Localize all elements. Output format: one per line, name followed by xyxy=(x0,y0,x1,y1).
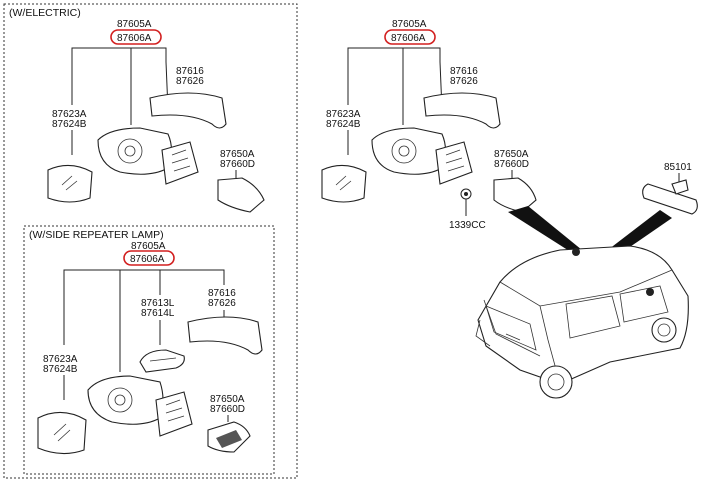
repeater-cover-code-2: 87626 xyxy=(208,298,236,309)
repeater-mirror-glass xyxy=(37,411,87,455)
electric-cap-code-1: 87650A xyxy=(220,149,255,160)
car-illustration xyxy=(475,245,689,399)
standard-glass-code-1: 87623A xyxy=(326,109,361,120)
inside-mirror-code: 85101 xyxy=(664,162,692,173)
standard-cover-code-2: 87626 xyxy=(450,76,478,87)
standard-mirror-base xyxy=(435,141,473,185)
sail-cap-pointer xyxy=(508,206,582,254)
repeater-section-frame xyxy=(23,225,275,475)
standard-bolt-code: 1339CC xyxy=(449,220,486,231)
electric-sail-cap xyxy=(217,177,265,213)
electric-cover-code-1: 87616 xyxy=(176,66,204,77)
electric-cap-code-2: 87660D xyxy=(220,159,255,170)
repeater-lamp-code-1: 87613L xyxy=(141,298,175,309)
electric-cover-code-2: 87626 xyxy=(176,76,204,87)
repeater-cap-code-1: 87650A xyxy=(210,394,245,405)
repeater-assembly-bracket xyxy=(63,269,225,345)
electric-section-title: (W/ELECTRIC) xyxy=(9,7,81,19)
repeater-cap-code-2: 87660D xyxy=(210,404,245,415)
standard-assembly-bracket xyxy=(347,47,441,105)
electric-assembly-code-highlighted: 87606A xyxy=(117,33,152,44)
electric-assembly-code: 87605A xyxy=(117,19,152,30)
standard-cover-code-1: 87616 xyxy=(450,66,478,77)
repeater-assembly-code-highlighted: 87606A xyxy=(130,254,165,265)
standard-cap-code-1: 87650A xyxy=(494,149,529,160)
electric-assembly-bracket xyxy=(71,47,167,105)
repeater-glass-code-2: 87624B xyxy=(43,364,78,375)
repeater-lamp-code-2: 87614L xyxy=(141,308,175,319)
repeater-lamp xyxy=(139,349,185,373)
electric-section-frame xyxy=(3,3,298,479)
repeater-mirror-cover xyxy=(187,316,263,355)
inside-rearview-mirror xyxy=(642,183,698,215)
electric-mirror-cover xyxy=(149,92,227,129)
standard-assembly-code: 87605A xyxy=(392,19,427,30)
standard-assembly-code-highlighted: 87606A xyxy=(391,33,426,44)
electric-glass-code-2: 87624B xyxy=(52,119,87,130)
electric-mirror-glass xyxy=(47,164,93,203)
standard-sail-cap xyxy=(493,177,537,213)
standard-glass-code-2: 87624B xyxy=(326,119,361,130)
repeater-section-title: (W/SIDE REPEATER LAMP) xyxy=(29,229,164,241)
standard-cap-code-2: 87660D xyxy=(494,159,529,170)
repeater-highlight-oval xyxy=(123,250,175,266)
repeater-cover-code-1: 87616 xyxy=(208,288,236,299)
standard-highlight-oval xyxy=(384,29,436,45)
electric-glass-code-1: 87623A xyxy=(52,109,87,120)
repeater-assembly-code: 87605A xyxy=(131,241,166,252)
electric-mirror-base xyxy=(161,141,199,185)
repeater-glass-code-1: 87623A xyxy=(43,354,78,365)
standard-mirror-cover xyxy=(423,92,501,129)
standard-mirror-glass xyxy=(321,164,367,203)
repeater-mirror-base xyxy=(155,391,193,437)
repeater-mirror-housing xyxy=(87,375,164,425)
electric-highlight-oval xyxy=(110,29,162,45)
